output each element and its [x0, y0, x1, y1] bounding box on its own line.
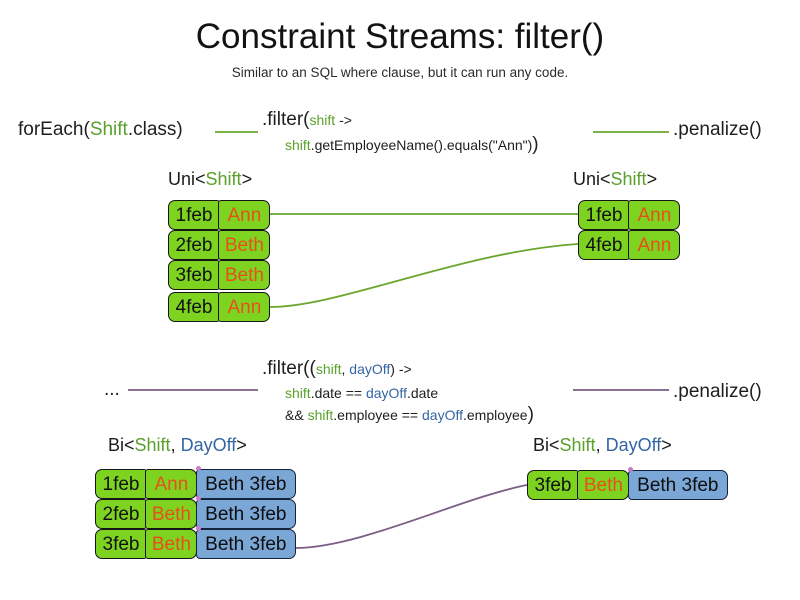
pill-date: 4feb — [578, 230, 630, 260]
penalize-label-1: .penalize() — [673, 119, 762, 140]
bi-right-sep: , — [595, 435, 606, 455]
pill-row[interactable]: 2feb Beth — [168, 230, 271, 260]
bi-left-type1: Shift — [134, 435, 171, 455]
bi-right-suffix: > — [661, 435, 672, 455]
pill-row[interactable]: 3feb Beth Beth 3feb — [527, 470, 728, 500]
pill-name: Ann — [145, 469, 198, 499]
pill-name: Ann — [628, 230, 681, 260]
pill-dayoff: Beth 3feb — [195, 469, 296, 499]
pill-name: Beth — [218, 260, 271, 290]
bi-left-suffix: > — [236, 435, 247, 455]
filter1-call: .filter( — [262, 109, 310, 130]
bi-right-type2: DayOff — [605, 435, 662, 455]
pill-name: Ann — [218, 292, 271, 322]
filter1-line2: shift.getEmployeeName().equals("Ann")) — [285, 133, 539, 157]
page-subtitle: Similar to an SQL where clause, but it c… — [231, 65, 569, 80]
filter2-param2: dayOff — [349, 361, 391, 377]
bi-left-prefix: Bi< — [108, 435, 135, 455]
filter2-arrow: ) -> — [390, 361, 412, 377]
pill-name: Beth — [145, 499, 198, 529]
pill-row[interactable]: 3feb Beth — [168, 260, 271, 290]
foreach-label: forEach(Shift.class) — [18, 118, 183, 142]
pill-row[interactable]: 3feb Beth Beth 3feb — [95, 529, 296, 559]
pill-date: 2feb — [168, 230, 220, 260]
bi-label-input: Bi<Shift, DayOff> — [108, 434, 247, 456]
foreach-prefix: forEach( — [18, 119, 90, 140]
filter2-line2: shift.date == dayOff.date — [285, 381, 438, 405]
pill-date: 1feb — [95, 469, 147, 499]
pill-row[interactable]: 4feb Ann — [168, 292, 271, 322]
pill-date: 2feb — [95, 499, 147, 529]
join-dot — [196, 526, 201, 531]
pill-row[interactable]: 4feb Ann — [578, 230, 681, 260]
pill-name: Ann — [218, 200, 271, 230]
filter2-l2-param2: dayOff — [365, 385, 407, 401]
pill-name: Beth — [218, 230, 271, 260]
pill-row[interactable]: 1feb Ann — [578, 200, 681, 230]
join-dot — [628, 467, 633, 472]
foreach-type: Shift — [89, 119, 128, 140]
uni-left-suffix: > — [241, 169, 253, 189]
wire-bi-3feb — [294, 484, 528, 549]
uni-shift-label-input: Uni<Shift> — [168, 168, 252, 190]
bi-left-type2: DayOff — [180, 435, 237, 455]
filter2-l2-mid: .date == — [310, 385, 366, 401]
bi-label-output: Bi<Shift, DayOff> — [533, 434, 672, 456]
filter2-close-paren: ) — [527, 404, 534, 425]
wire-uni-4feb — [269, 243, 579, 308]
page-title: Constraint Streams: filter() — [195, 17, 605, 56]
uni-right-suffix: > — [646, 169, 658, 189]
pill-row[interactable]: 1feb Ann Beth 3feb — [95, 469, 296, 499]
pill-date: 4feb — [168, 292, 220, 322]
filter2-l3-mid: .employee == — [333, 407, 422, 423]
pill-date: 3feb — [95, 529, 147, 559]
bi-left-sep: , — [170, 435, 181, 455]
pill-date: 3feb — [527, 470, 579, 500]
pill-dayoff: Beth 3feb — [195, 499, 296, 529]
filter1-param: shift — [309, 112, 336, 128]
filter1-arrow: -> — [335, 112, 352, 128]
bi-right-prefix: Bi< — [533, 435, 560, 455]
pill-date: 1feb — [578, 200, 630, 230]
filter1-line1: .filter(shift -> — [262, 108, 352, 132]
pill-date: 3feb — [168, 260, 220, 290]
filter2-l3-param2: dayOff — [422, 407, 463, 423]
filter2-line3: && shift.employee == dayOff.employee) — [285, 403, 534, 427]
uni-right-type: Shift — [610, 169, 647, 189]
filter2-l3-param1: shift — [307, 407, 334, 423]
filter2-sep: , — [341, 361, 350, 377]
pill-dayoff: Beth 3feb — [195, 529, 296, 559]
pill-dayoff: Beth 3feb — [627, 470, 728, 500]
join-dot — [196, 496, 201, 501]
join-dot — [196, 466, 201, 471]
pill-name: Ann — [628, 200, 681, 230]
pill-name: Beth — [145, 529, 198, 559]
filter2-line1: .filter((shift, dayOff) -> — [262, 357, 412, 381]
pill-row[interactable]: 2feb Beth Beth 3feb — [95, 499, 296, 529]
foreach-suffix: .class) — [127, 119, 183, 140]
filter1-body-expr: .getEmployeeName().equals("Ann") — [310, 137, 533, 153]
filter1-body-param: shift — [285, 137, 311, 153]
uni-left-type: Shift — [205, 169, 242, 189]
filter2-l2-tail: .date — [406, 385, 439, 401]
pill-row[interactable]: 1feb Ann — [168, 200, 271, 230]
bi-right-type1: Shift — [559, 435, 596, 455]
filter1-close-paren: ) — [532, 134, 539, 155]
filter2-l3-pre: && — [285, 407, 308, 423]
filter2-call: .filter(( — [262, 358, 316, 379]
filter2-l3-tail: .employee — [463, 407, 528, 423]
uni-left-prefix: Uni< — [168, 169, 206, 189]
pill-date: 1feb — [168, 200, 220, 230]
filter2-l2-param1: shift — [285, 385, 311, 401]
ellipsis-label: ... — [104, 379, 120, 400]
uni-right-prefix: Uni< — [573, 169, 611, 189]
pill-name: Beth — [577, 470, 630, 500]
penalize-label-2: .penalize() — [673, 381, 762, 402]
filter2-param1: shift — [315, 361, 342, 377]
uni-shift-label-output: Uni<Shift> — [573, 168, 657, 190]
